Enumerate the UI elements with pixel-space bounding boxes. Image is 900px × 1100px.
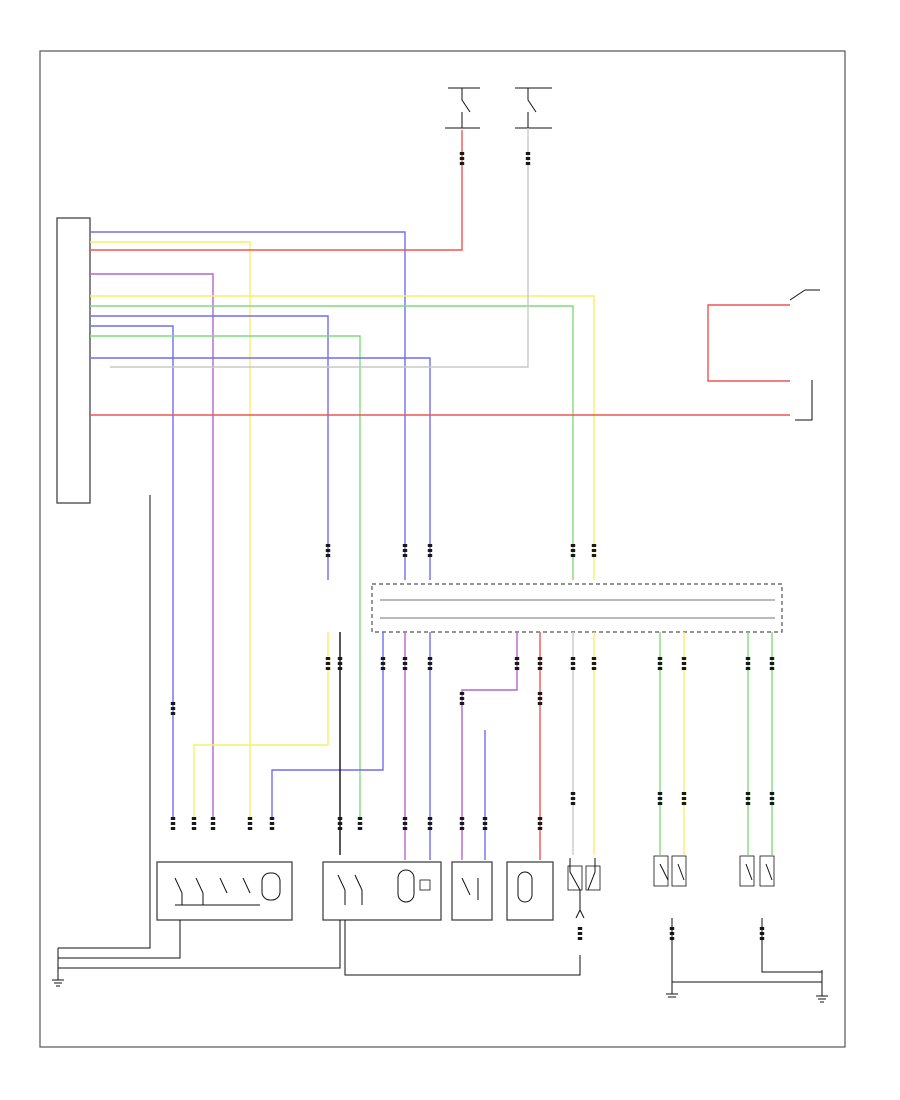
wire-connector (170, 702, 176, 715)
ground-bus (58, 495, 822, 983)
wire-connector (459, 692, 465, 705)
wire-connector (769, 657, 775, 670)
wire (90, 305, 574, 580)
wire-layer (90, 128, 790, 860)
ecu-module (56, 217, 91, 504)
wire-connector (570, 792, 576, 805)
wire-connector (210, 817, 216, 830)
wire-connector (570, 544, 576, 557)
top-fuse-left (445, 87, 480, 129)
diagram-frame (39, 50, 846, 1048)
wire-connector (325, 657, 331, 670)
small-component-b (506, 861, 554, 921)
wire (707, 304, 790, 382)
wire-connector (482, 817, 488, 830)
wire-connector (402, 657, 408, 670)
wire-connector (337, 657, 343, 670)
wire-connector (170, 817, 176, 830)
wire (271, 632, 384, 820)
left-motor-cluster (156, 861, 293, 921)
wire-connector (745, 792, 751, 805)
wire-connector (591, 544, 597, 557)
ground-symbol-left (52, 948, 64, 987)
junction-inner-lines (380, 599, 775, 619)
wire (90, 241, 251, 820)
wire (90, 295, 595, 580)
right-side-switch (789, 289, 820, 421)
wire-connector (427, 657, 433, 670)
wire-connector (745, 657, 751, 670)
wire-connector (191, 817, 197, 830)
small-b-motor (517, 871, 533, 903)
wire-connector (570, 657, 576, 670)
wire-connector (459, 817, 465, 830)
wire (90, 335, 361, 820)
left-cluster-symbols (174, 872, 281, 906)
wire-connector (657, 657, 663, 670)
wire-connector (427, 817, 433, 830)
wire-connector (681, 792, 687, 805)
mid-cluster-symbols (337, 869, 431, 905)
wire-connector (537, 692, 543, 705)
switch-3 (739, 855, 775, 887)
wire-connector (247, 817, 253, 830)
switch-1 (567, 858, 601, 919)
wire-connector (681, 657, 687, 670)
wire (461, 632, 518, 860)
wire (90, 325, 174, 820)
wire (90, 315, 329, 580)
mid-motor-cluster (322, 861, 442, 921)
small-a-symbol (461, 877, 479, 900)
ground-symbol-right (816, 970, 828, 1003)
wire (90, 130, 463, 251)
wire (90, 273, 214, 820)
wire-connector (427, 544, 433, 557)
wire-connector (525, 152, 531, 165)
switch-2 (653, 855, 687, 887)
wire-connector (269, 817, 275, 830)
wire-connector (657, 792, 663, 805)
wire (90, 357, 431, 580)
wire (110, 128, 529, 368)
wire-connector (591, 657, 597, 670)
wire-connector (402, 817, 408, 830)
wire (90, 231, 406, 580)
top-fuse-right (515, 87, 552, 129)
junction-block (371, 583, 783, 633)
wire-connector (537, 817, 543, 830)
wire-connector (402, 544, 408, 557)
wire-connector (459, 152, 465, 165)
wire-connector (514, 657, 520, 670)
wire-connector (380, 657, 386, 670)
wire-connector (577, 927, 583, 940)
wire-connector (537, 657, 543, 670)
wire-connector (337, 817, 343, 830)
ground-symbol-mid (666, 982, 678, 998)
wire-connector (357, 817, 363, 830)
wire-connector (769, 792, 775, 805)
small-component-a (451, 861, 493, 921)
wire-connector (325, 544, 331, 557)
wire (193, 632, 329, 820)
